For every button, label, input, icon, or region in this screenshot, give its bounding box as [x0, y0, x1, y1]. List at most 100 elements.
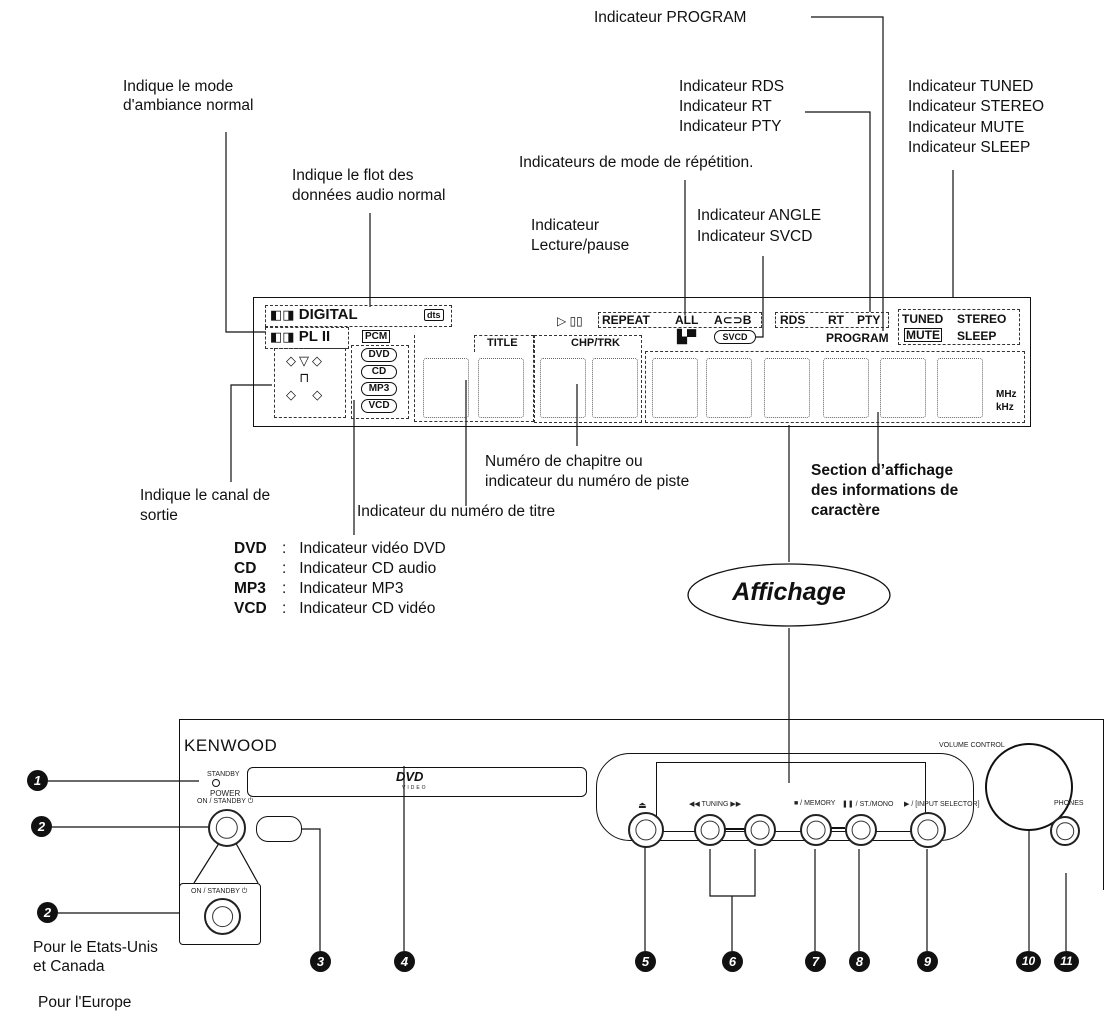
on-standby-label: ON / STANDBY ⏻ — [197, 798, 254, 805]
label-chapitre-1: Numéro de chapitre ou — [485, 453, 643, 470]
tuning-forward-button[interactable] — [744, 814, 776, 846]
label-chapitre-2: indicateur du numéro de piste — [485, 473, 690, 490]
angle-icon: ▙▀ — [677, 329, 697, 344]
num-6: 6 — [722, 951, 743, 972]
power-button[interactable] — [208, 809, 246, 847]
tuned-indicator: TUNED — [902, 312, 944, 326]
dts-indicator: dts — [424, 309, 444, 321]
digit-8 — [823, 358, 869, 418]
affichage-ellipse — [687, 563, 891, 627]
line-num6 — [709, 849, 756, 951]
dvd-video-text: VIDEO — [402, 785, 428, 791]
phones-label: PHONES — [1054, 800, 1084, 807]
line-num3 — [302, 828, 321, 951]
svcd-pill: SVCD — [714, 330, 756, 344]
front-panel — [179, 719, 1104, 890]
dolby-icon: ◧◨ — [270, 307, 295, 322]
line-program — [811, 16, 884, 331]
digit-5 — [652, 358, 698, 418]
num-3: 3 — [310, 951, 331, 972]
khz-indicator: kHz — [996, 402, 1014, 413]
speaker-icons: ◇▽◇ ⊓◇ ◇ — [286, 353, 326, 402]
label-lecture-1: Indicateur — [531, 217, 600, 234]
line-ambiance — [225, 132, 266, 333]
label-pty: Indicateur PTY — [679, 118, 782, 135]
phones-jack[interactable] — [1050, 816, 1080, 846]
digit-4 — [592, 358, 638, 418]
tuning-back-button[interactable] — [694, 814, 726, 846]
pty-indicator: PTY — [857, 313, 881, 327]
legend-vcd: VCD: Indicateur CD vidéo — [234, 600, 436, 617]
label-section-2: des informations de — [811, 482, 959, 499]
line-canal — [230, 384, 272, 482]
label-lecture-2: Lecture/pause — [531, 237, 630, 254]
cd-pill: CD — [361, 365, 397, 379]
chp-box — [534, 335, 642, 423]
title-indicator: TITLE — [487, 337, 518, 349]
volume-knob[interactable] — [985, 743, 1073, 831]
affichage-title: Affichage — [732, 578, 846, 606]
dolby-icon-2: ◧◨ — [270, 329, 295, 344]
digit-7 — [764, 358, 810, 418]
label-stereo: Indicateur STEREO — [908, 98, 1045, 115]
memory-bar — [821, 827, 845, 829]
label-us-1: Pour le Etats-Unis — [33, 939, 158, 956]
label-section-1: Section d’affichage — [811, 462, 954, 479]
volume-label: VOLUME CONTROL — [939, 742, 1005, 749]
standby-led — [212, 779, 220, 787]
repeat-indicator: REPEAT — [602, 313, 650, 327]
channel-box — [274, 348, 346, 418]
pills-box — [351, 345, 409, 419]
rt-indicator: RT — [828, 313, 844, 327]
power-label: POWER — [210, 789, 241, 798]
num-2: 2 — [31, 816, 52, 837]
dolby-digital-indicator: ◧◨ DIGITAL — [270, 306, 358, 323]
repeat-box — [598, 312, 762, 328]
digit-3 — [540, 358, 586, 418]
char-section-box — [645, 351, 1025, 423]
memory-button[interactable] — [800, 814, 832, 846]
num-8: 8 — [849, 951, 870, 972]
input-selector-label: ▶ / [INPUT SELECTOR] — [904, 801, 980, 808]
label-repeat: Indicateurs de mode de répétition. — [519, 154, 754, 171]
label-svcd: Indicateur SVCD — [697, 228, 813, 245]
label-tuned: Indicateur TUNED — [908, 78, 1034, 95]
line-angle — [756, 256, 764, 338]
label-angle: Indicateur ANGLE — [697, 207, 822, 224]
label-flot-1: Indique le flot des — [292, 167, 414, 184]
label-flot-2: données audio normal — [292, 187, 446, 204]
eject-label: ⏏ — [638, 800, 647, 810]
label-canal-1: Indique le canal de — [140, 487, 271, 504]
rds-indicator: RDS — [780, 313, 806, 327]
display-window — [253, 297, 1031, 427]
standby-label: STANDBY — [207, 771, 240, 778]
disc-tray[interactable] — [247, 767, 587, 797]
dvd-pill: DVD — [361, 348, 397, 362]
digit-9 — [880, 358, 926, 418]
mute-indicator: MUTE — [904, 328, 942, 342]
title-box — [414, 335, 534, 422]
num-5: 5 — [635, 951, 656, 972]
label-europe: Pour l'Europe — [38, 994, 132, 1011]
digit-1 — [423, 358, 469, 418]
num-10: 10 — [1016, 951, 1041, 972]
sleep-indicator: SLEEP — [957, 329, 997, 343]
tuning-bar — [716, 828, 750, 830]
europe-on-standby: ON / STANDBY ⏻ — [191, 888, 248, 895]
tuned-box — [898, 309, 1020, 345]
num-4: 4 — [394, 951, 415, 972]
panel-display-frame — [596, 753, 974, 841]
line-rt — [805, 111, 871, 312]
stmono-button[interactable] — [845, 814, 877, 846]
all-indicator: ALL — [675, 313, 699, 327]
digit-2 — [478, 358, 524, 418]
eject-button[interactable] — [628, 812, 664, 848]
label-rt: Indicateur RT — [679, 98, 772, 115]
mp3-pill: MP3 — [361, 382, 397, 396]
legend-cd: CD: Indicateur CD audio — [234, 560, 437, 577]
input-selector-button[interactable] — [910, 812, 946, 848]
europe-power-button[interactable] — [204, 898, 241, 935]
label-ambiance-2: d'ambiance normal — [123, 97, 254, 114]
label-titre: Indicateur du numéro de titre — [357, 503, 556, 520]
